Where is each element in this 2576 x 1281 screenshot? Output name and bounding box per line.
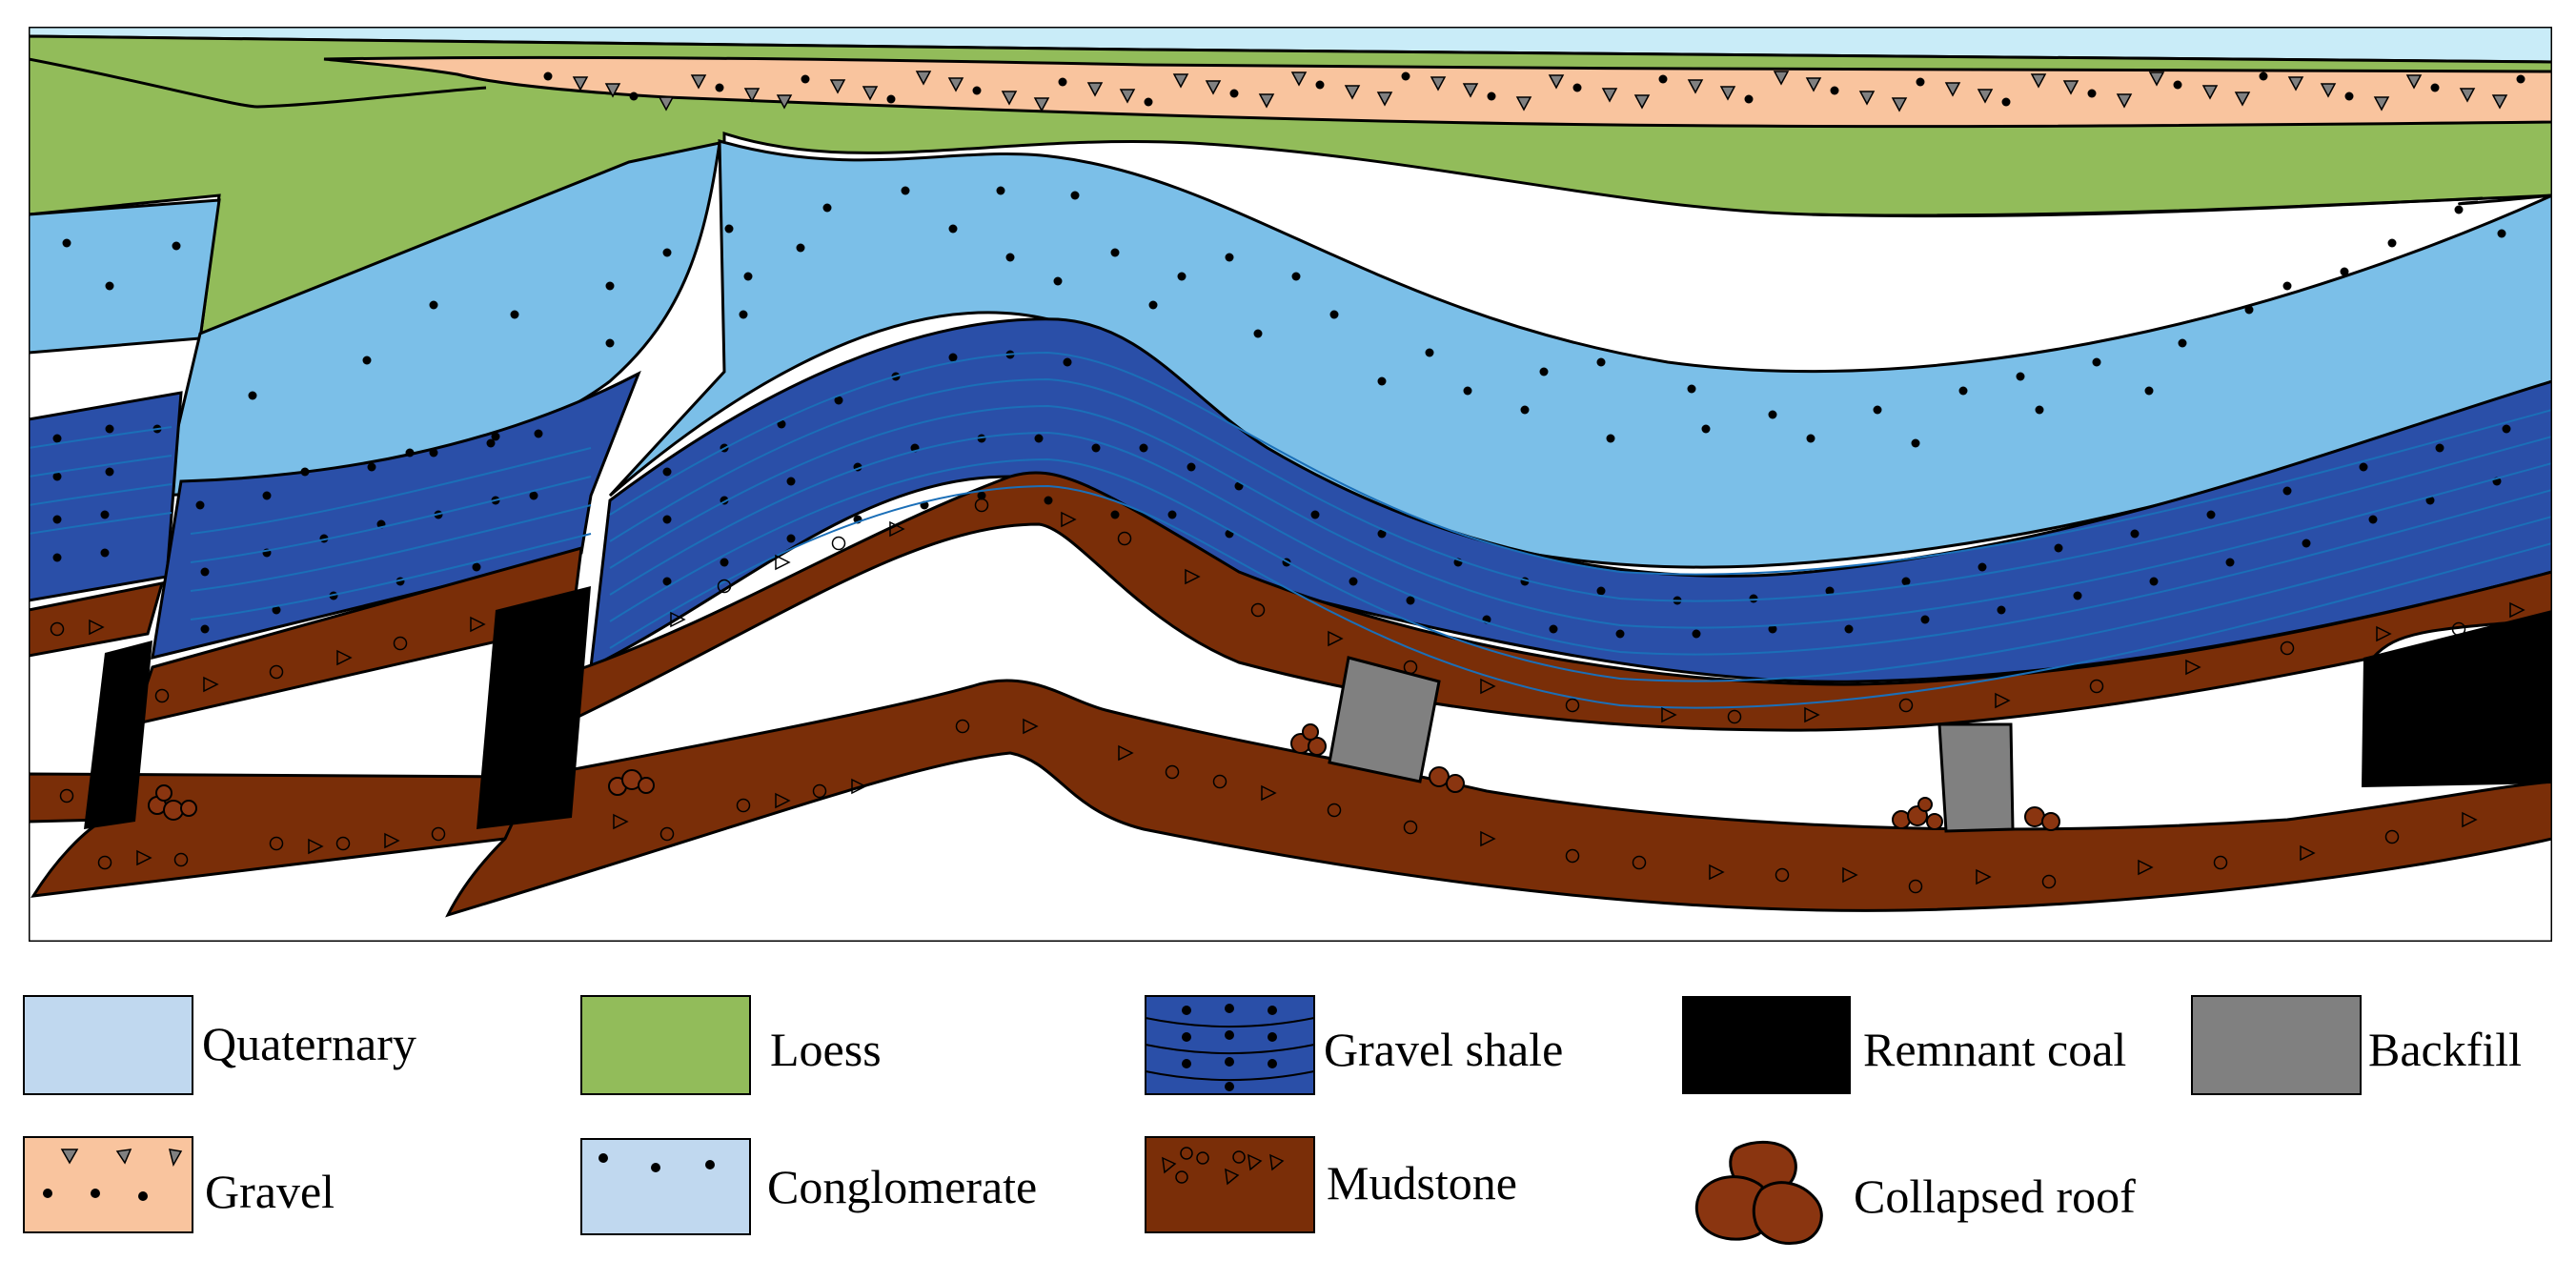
legend: Quaternary Loess Gravel shale Remnant co… [23,995,2522,1245]
legend-label-mudstone: Mudstone [1327,1156,1517,1210]
legend-swatch-gravel-shale [1145,995,1315,1095]
gravel-marks [543,71,2525,112]
legend-swatch-backfill [2191,995,2362,1095]
mudstone-roof-left [29,581,165,658]
remnant-coal-pillar-2 [477,586,591,829]
legend-swatch-mudstone [1145,1136,1315,1233]
remnant-coal-pillar-3 [2362,610,2552,787]
legend-swatch-quaternary [23,995,193,1095]
legend-swatch-collapsed-roof [1694,1140,1823,1245]
cross-section [29,27,2552,942]
gravel-shale-laminations [29,351,2552,709]
legend-label-conglomerate: Conglomerate [767,1160,1037,1213]
legend-swatch-conglomerate [580,1138,751,1235]
legend-label-loess: Loess [770,1023,882,1076]
collapsed-roof-piles [148,723,2060,831]
backfill-column-1 [1328,656,1441,783]
gravel-shale-layer-middle [151,370,641,660]
gravel-layer [323,55,2552,129]
conglomerate-layer-left [29,198,221,355]
legend-label-backfill: Backfill [2368,1023,2522,1076]
legend-swatch-remnant-coal [1682,996,1851,1094]
legend-swatch-gravel [23,1136,193,1233]
remnant-coal-pillar-1 [84,640,152,829]
legend-label-collapsed-roof: Collapsed roof [1854,1169,2136,1223]
mudstone-marks [50,498,2525,894]
mudstone-floor-right [445,679,2552,918]
legend-label-quaternary: Quaternary [202,1017,416,1070]
mudstone-roof [559,471,2552,732]
gravel-shale-layer-left [29,391,183,602]
legend-label-gravel: Gravel [205,1165,335,1218]
conglomerate-dots [52,186,2511,639]
legend-label-gravel-shale: Gravel shale [1324,1023,1563,1076]
legend-swatch-loess [580,995,751,1095]
backfill-column-2 [1937,722,2015,833]
legend-label-remnant-coal: Remnant coal [1863,1023,2126,1076]
